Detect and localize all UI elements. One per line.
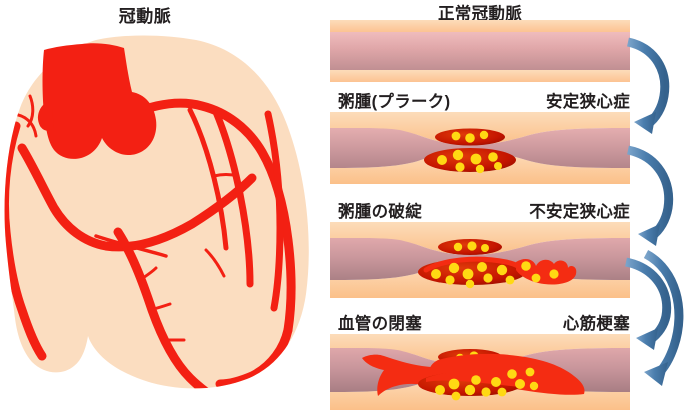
lipid-droplet bbox=[435, 385, 445, 395]
stage-normal-labels: 正常冠動脈 bbox=[330, 0, 630, 24]
lipid-droplet bbox=[465, 279, 475, 289]
coronary-artery-right-main bbox=[127, 98, 296, 335]
lipid-droplet bbox=[455, 162, 465, 172]
lipid-droplet bbox=[521, 261, 531, 271]
stage-normal-artwork bbox=[330, 20, 630, 82]
coronary-twig-right-low bbox=[204, 248, 226, 278]
heart-title-label: 冠動脈 bbox=[118, 7, 172, 26]
lipid-droplet bbox=[470, 153, 482, 165]
lipid-droplet bbox=[431, 269, 441, 279]
lipid-droplet bbox=[462, 268, 474, 280]
lipid-droplet bbox=[465, 133, 475, 143]
lipid-droplet bbox=[497, 387, 507, 397]
lipid-droplet bbox=[531, 273, 541, 283]
arrow-rupture-to-occlusion-inner bbox=[624, 257, 672, 350]
heart-diagram bbox=[4, 35, 309, 389]
lipid-droplet bbox=[464, 384, 476, 396]
lipid-droplet bbox=[448, 262, 460, 274]
stage-rupture-labels: 粥腫の破綻 不安定狭心症 bbox=[330, 198, 630, 222]
lipid-droplet bbox=[496, 264, 508, 276]
stage-plaque-label-left: 粥腫(プラーク) bbox=[338, 93, 451, 111]
lipid-droplet bbox=[488, 152, 498, 162]
vessel-wall-bottom bbox=[330, 70, 630, 82]
stage-plaque-labels: 粥腫(プラーク) 安定狭心症 bbox=[330, 88, 630, 112]
aorta-shape bbox=[42, 43, 157, 159]
lipid-droplet bbox=[448, 378, 460, 390]
coronary-artery-circumflex bbox=[17, 143, 257, 252]
coronary-artery-right-descending bbox=[215, 325, 293, 389]
stage-occlusion-label-left: 血管の閉塞 bbox=[338, 315, 422, 333]
lipid-droplet bbox=[451, 131, 461, 141]
lipid-droplet bbox=[451, 391, 461, 401]
lipid-droplet bbox=[507, 369, 517, 379]
thrombus bbox=[516, 259, 577, 285]
lipid-droplet bbox=[452, 149, 464, 161]
arrow-normal-to-plaque bbox=[626, 37, 670, 134]
lipid-droplet bbox=[475, 164, 485, 174]
lipid-droplet bbox=[529, 381, 539, 391]
vessel-lumen bbox=[330, 32, 630, 70]
stage-plaque-artwork bbox=[330, 112, 630, 184]
aortic-root-notch bbox=[37, 104, 54, 131]
coronary-branch-left-small bbox=[26, 94, 35, 128]
coronary-branch-marginal bbox=[212, 108, 254, 288]
coronary-twig-lad-2 bbox=[148, 302, 172, 312]
lipid-droplet bbox=[549, 269, 559, 279]
lipid-droplet bbox=[453, 242, 463, 252]
lipid-droplet bbox=[437, 155, 447, 165]
stage-plaque-label-right: 安定狭心症 bbox=[546, 93, 630, 111]
vessel-wall-top bbox=[330, 20, 630, 32]
lipid-droplet bbox=[477, 262, 487, 272]
lipid-droplet bbox=[483, 273, 493, 283]
lipid-droplet bbox=[525, 367, 535, 377]
stage-normal-label-center: 正常冠動脈 bbox=[438, 5, 522, 23]
stage-occlusion-artwork bbox=[330, 334, 630, 410]
lipid-droplet bbox=[479, 130, 489, 140]
coronary-twig-lad-1 bbox=[138, 266, 158, 282]
coronary-branch-far-right bbox=[264, 110, 284, 312]
lipid-droplet bbox=[505, 275, 515, 285]
lipid-droplet bbox=[515, 379, 525, 389]
stage-occlusion-labels: 血管の閉塞 心筋梗塞 bbox=[330, 310, 630, 334]
arrow-rupture-to-occlusion-outer bbox=[643, 250, 684, 386]
stage-rupture-label-left: 粥腫の破綻 bbox=[338, 203, 422, 221]
lipid-droplet bbox=[491, 377, 501, 387]
vessel-lumen-channel bbox=[330, 128, 630, 168]
arrow-plaque-to-rupture bbox=[626, 145, 674, 246]
lipid-droplet bbox=[481, 387, 491, 397]
stage-occlusion-label-right: 心筋梗塞 bbox=[562, 315, 630, 333]
vessel-progression-panel: 正常冠動脈 bbox=[330, 0, 690, 415]
heart-illustration-panel: 冠動脈 bbox=[0, 0, 330, 415]
lipid-droplet bbox=[494, 162, 502, 170]
vessel-wall-top bbox=[330, 112, 630, 145]
progression-arrows bbox=[624, 37, 684, 386]
vessel-wall-top bbox=[330, 222, 630, 255]
coronary-branch-diagonal bbox=[187, 107, 229, 251]
lipid-droplet bbox=[445, 275, 455, 285]
stage-rupture-artwork bbox=[330, 222, 630, 298]
coronary-twig-upper-left bbox=[94, 234, 168, 258]
lipid-droplet bbox=[471, 375, 481, 385]
coronary-artery-left-main bbox=[4, 121, 47, 361]
lipid-droplet bbox=[467, 241, 477, 251]
stage-rupture-label-right: 不安定狭心症 bbox=[529, 203, 630, 221]
coronary-twig-diagonal bbox=[212, 173, 240, 178]
lipid-droplet bbox=[481, 244, 489, 252]
